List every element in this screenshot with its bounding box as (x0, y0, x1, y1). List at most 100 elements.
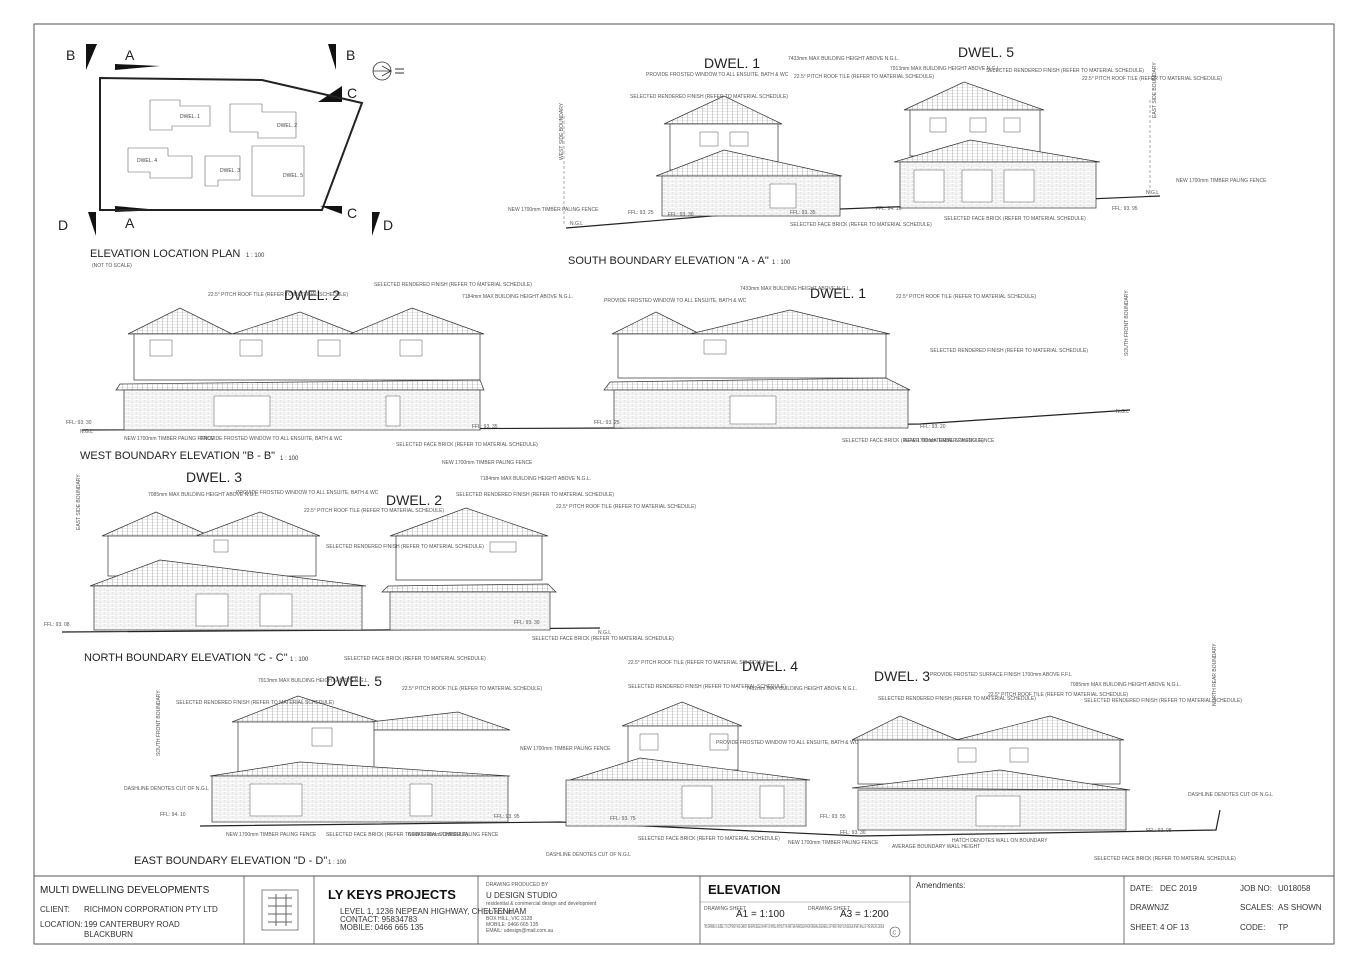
annotation: SELECTED FACE BRICK (REFER TO MATERIAL S… (944, 216, 1086, 222)
company-name: LY KEYS PROJECTS (328, 887, 456, 902)
annotation: NEW 1700mm TIMBER PALING FENCE (904, 438, 995, 444)
north-arrow-icon (372, 61, 404, 81)
scales-label: SCALES: (1240, 903, 1274, 912)
scale-a1: A1 = 1:100 (736, 909, 785, 920)
annotation: DASHLINE DENOTES CUT OF N.G.L (1188, 792, 1273, 798)
annotation: 22.5° PITCH ROOF TILE (REFER TO MATERIAL… (628, 660, 768, 666)
north-house-dwel-2 (381, 507, 557, 631)
side-label: EAST SIDE BOUNDARY (1152, 62, 1158, 118)
annotation: 22.5° PITCH ROOF TILE (REFER TO MATERIAL… (1082, 76, 1222, 82)
title-block: MULTI DWELLING DEVELOPMENTS CLIENT: RICH… (33, 875, 1335, 945)
annotation: NEW 1700mm TIMBER PALING FENCE (442, 460, 533, 466)
annotation: SELECTED RENDERED FINISH (REFER TO MATER… (1084, 698, 1242, 704)
annotation: 22.5° PITCH ROOF TILE (REFER TO MATERIAL… (896, 294, 1036, 300)
studio-line: PO BOX 96 (486, 910, 512, 916)
section-marker-d-left: D (58, 217, 68, 233)
copyright-symbol: C (893, 931, 897, 937)
annotation: 7913mm MAX BUILDING HEIGHT ABOVE N.G.L. (258, 678, 369, 684)
level: FFL: 93. 25 (594, 420, 620, 426)
level: FFL: 93. 08 (1146, 828, 1172, 834)
elevation-title: EAST BOUNDARY ELEVATION "D - D" (134, 855, 327, 867)
plan-label-dwel-5: DWEL. 5 (283, 173, 303, 179)
annotation: 22.5° PITCH ROOF TILE (REFER TO MATERIAL… (794, 74, 934, 80)
location-label: LOCATION: (40, 920, 83, 929)
produced-by-label: DRAWING PRODUCED BY (486, 882, 549, 888)
annotation: NEW 1700mm TIMBER PALING FENCE (1176, 178, 1267, 184)
dwel-label: DWEL. 5 (326, 673, 382, 689)
amendments-label: Amendments: (916, 881, 965, 890)
annotation: HATCH DENOTES WALL ON BOUNDARY (952, 838, 1048, 844)
annotation: 7184mm MAX BUILDING HEIGHT ABOVE N.G.L. (462, 294, 573, 300)
elevation-title: WEST BOUNDARY ELEVATION "B - B" (80, 450, 275, 462)
annotation: PROVIDE FROSTED WINDOW TO ALL ENSUITE, B… (200, 436, 343, 442)
drawn-value: JZ (1160, 903, 1169, 912)
elevation-scale: 1 : 100 (290, 657, 309, 663)
annotation: 22.5° PITCH ROOF TILE (REFER TO MATERIAL… (304, 508, 444, 514)
client-name: RICHMON CORPORATION PTY LTD (84, 905, 218, 914)
date-label: DATE: (1130, 884, 1153, 893)
side-label: WEST SIDE BOUNDARY (559, 102, 565, 160)
annotation: SELECTED FACE BRICK (REFER TO MATERIAL S… (638, 836, 780, 842)
section-marker-b-left: B (66, 47, 75, 63)
annotation: SELECTED FACE BRICK (REFER TO MATERIAL S… (532, 636, 674, 642)
annotation: SELECTED RENDERED FINISH (REFER TO MATER… (628, 684, 786, 690)
section-marker-b-right: B (346, 47, 355, 63)
elevation-scale: 1 : 100 (328, 860, 347, 866)
annotation: SELECTED RENDERED FINISH (REFER TO MATER… (930, 348, 1088, 354)
plan-label-dwel-2: DWEL. 2 (277, 123, 297, 129)
south-house-dwel-1 (655, 95, 843, 217)
elevation-title: NORTH BOUNDARY ELEVATION "C - C" (84, 652, 288, 664)
section-marker-a-bottom: A (125, 215, 135, 231)
annotation: SELECTED FACE BRICK (REFER TO MATERIAL S… (1094, 856, 1236, 862)
annotation: 22.5° PITCH ROOF TILE (REFER TO MATERIAL… (556, 504, 696, 510)
dwel-label: DWEL. 2 (386, 492, 442, 508)
studio-tagline: residential & commercial design and deve… (486, 901, 597, 907)
annotation: 22.5° PITCH ROOF TILE (REFER TO MATERIAL… (402, 686, 542, 692)
level: FFL: 93. 30 (668, 212, 694, 218)
level: FFL: 94. 10 (160, 812, 186, 818)
annotation: 22.5° PITCH ROOF TILE (REFER TO MATERIAL… (208, 292, 348, 298)
company-mobile: MOBILE: 0466 665 135 (340, 923, 424, 932)
section-marker-c-bottom: C (347, 205, 357, 221)
annotation: PROVIDE FROSTED WINDOW TO ALL ENSUITE, B… (604, 298, 747, 304)
level: N.G.L (80, 429, 93, 435)
level: FFL: 93. 20 (920, 424, 946, 430)
location-plan: B A B C C A D D DWEL. 1 DW (58, 44, 404, 269)
west-house-dwel-1 (603, 309, 911, 429)
west-elevation: DWEL. 2 DWEL. 1 22.5° PITCH ROOF TILE (R… (66, 282, 1131, 466)
west-house-dwel-2 (115, 307, 485, 431)
annotation: SELECTED RENDERED FINISH (REFER TO MATER… (326, 544, 484, 550)
annotation: 7462mm MAX BUILDING HEIGHT ABOVE N.G.L. (746, 686, 857, 692)
company-address: LEVEL 1, 1236 NEPEAN HIGHWAY, CHELTENHAM (340, 907, 526, 916)
copyright-icon (889, 926, 901, 938)
level: FFL: 93. 30 (514, 620, 540, 626)
level: FFL: 93. 30 (66, 420, 92, 426)
sheet-label: SHEET: (1130, 923, 1158, 932)
section-marker-d-right: D (383, 217, 393, 233)
annotation: SELECTED FACE BRICK (REFER TO MATERIAL S… (396, 442, 538, 448)
level: FFL: 93. 95 (1112, 206, 1138, 212)
side-label: NORTH REAR BOUNDARY (1212, 643, 1218, 706)
annotation: DASHLINE DENOTES CUT OF N.G.L (546, 852, 631, 858)
level: FFL: 93. 35 (790, 210, 816, 216)
level: FFL: 93. 95 (494, 814, 520, 820)
east-house-dwel-4 (565, 701, 811, 827)
annotation: 7433mm MAX BUILDING HEIGHT ABOVE N.G.L. (740, 286, 851, 292)
annotation: SELECTED RENDERED FINISH (REFER TO MATER… (176, 700, 334, 706)
annotation: 7184mm MAX BUILDING HEIGHT ABOVE N.G.L. (480, 476, 591, 482)
dwel-label: DWEL. 3 (874, 668, 930, 684)
code-label: CODE: (1240, 923, 1265, 932)
annotation: SELECTED RENDERED FINISH (REFER TO MATER… (630, 94, 788, 100)
drawn-label: DRAWN: (1130, 903, 1162, 912)
annotation: SELECTED FACE BRICK (REFER TO MATERIAL S… (326, 832, 468, 838)
location-plan-note: (NOT TO SCALE) (92, 263, 132, 269)
elevation-title: SOUTH BOUNDARY ELEVATION "A - A" (568, 255, 769, 267)
elevation-scale: 1 : 100 (280, 456, 299, 462)
studio-line: BOX HILL, VIC 3128 (486, 916, 532, 922)
code-value: TP (1278, 923, 1288, 932)
level: FFL: 93. 30 (840, 830, 866, 836)
annotation: SELECTED RENDERED FINISH (REFER TO MATER… (374, 282, 532, 288)
annotation: PROVIDE FROSTED SURFACE FINISH 1700mm AB… (930, 672, 1072, 678)
level: FFL: 93. 25 (628, 210, 654, 216)
level: FFL: 93. 75 (610, 816, 636, 822)
